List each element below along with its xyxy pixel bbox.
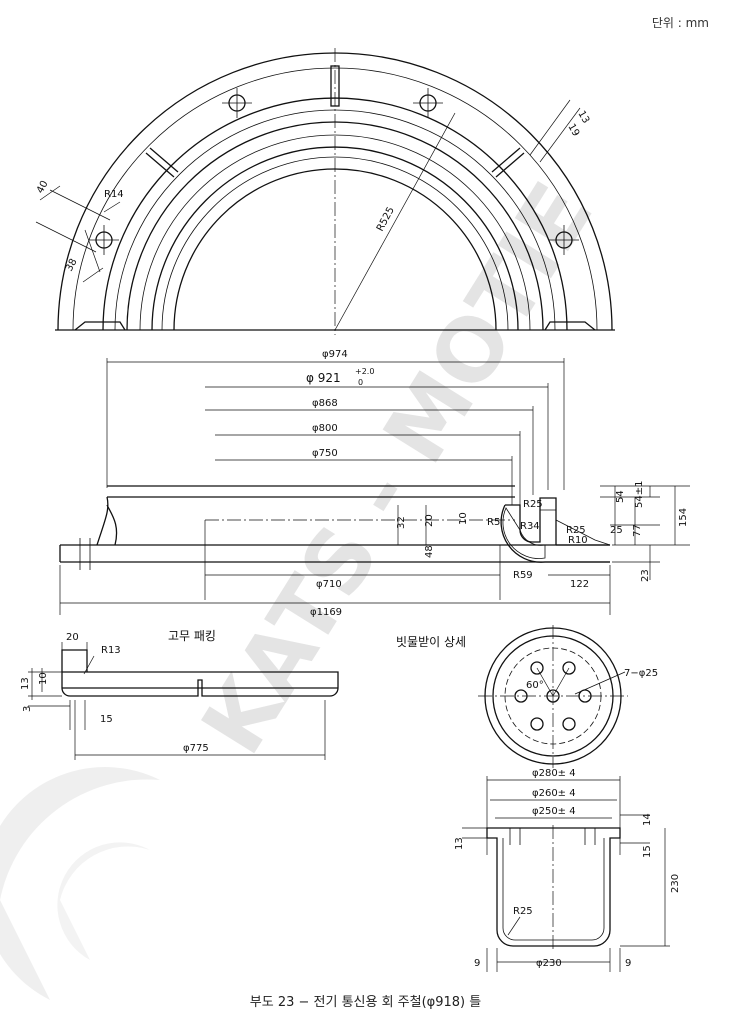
- dim-122: 122: [570, 579, 589, 590]
- dim-15-packing: 15: [100, 714, 113, 725]
- rubber-packing-view: 고무 패킹 20 R13 13 10 3 15 φ775: [20, 629, 339, 760]
- section-title-rubber-packing: 고무 패킹: [168, 629, 216, 643]
- dim-14-drain: 14: [642, 813, 653, 826]
- dim-15-drain: 15: [642, 845, 653, 858]
- dim-r13: R13: [101, 645, 121, 656]
- dim-20: 20: [424, 514, 435, 527]
- dim-48: 48: [424, 545, 435, 558]
- dim-710: φ710: [316, 579, 342, 590]
- dim-r25a: R25: [523, 499, 543, 510]
- drain-hole: [562, 717, 576, 731]
- dim-250: φ250± 4: [532, 806, 576, 817]
- dim-r59: R59: [513, 570, 533, 581]
- dim-54: 54: [615, 490, 626, 503]
- dim-3-packing: 3: [22, 706, 33, 712]
- unit-label: 단위 : mm: [651, 16, 709, 30]
- dim-1169: φ1169: [310, 607, 342, 618]
- bolt-hole: [549, 225, 579, 255]
- drain-hole: [578, 689, 592, 703]
- dim-r14: R14: [104, 189, 124, 200]
- dim-54tol: 54±1: [634, 481, 645, 508]
- dim-868: φ868: [312, 398, 338, 409]
- dim-750: φ750: [312, 448, 338, 459]
- dim-154: 154: [678, 508, 689, 527]
- figure-caption: 부도 23 − 전기 통신용 회 주철(φ918) 틀: [249, 995, 482, 1010]
- dim-921-tol-lower: 0: [358, 378, 363, 387]
- dim-32: 32: [396, 516, 407, 529]
- bolt-hole: [413, 88, 443, 118]
- dim-40: 40: [35, 179, 51, 195]
- dim-r10: R10: [568, 535, 588, 546]
- dim-r5: R5: [487, 517, 500, 528]
- drain-detail-view: 빗물받이 상세 60° 7−φ25 φ280± 4 φ260± 4 φ250± …: [396, 625, 681, 972]
- dim-775: φ775: [183, 743, 209, 754]
- dim-280: φ280± 4: [532, 768, 576, 779]
- dim-10-packing: 10: [38, 672, 49, 685]
- dim-r25b: R25: [566, 525, 586, 536]
- bolt-hole: [222, 88, 252, 118]
- dim-7-holes: 7−φ25: [624, 668, 658, 679]
- dim-20-packing: 20: [66, 632, 79, 643]
- drain-hole: [514, 689, 528, 703]
- dim-r525: R525: [375, 205, 397, 233]
- dim-230-height: 230: [670, 874, 681, 893]
- dim-10: 10: [458, 512, 469, 525]
- dim-13-packing: 13: [20, 677, 31, 690]
- drain-hole: [546, 689, 560, 703]
- dim-921: φ 921: [306, 371, 341, 385]
- watermark-swirl: [0, 767, 160, 1000]
- dim-921-tol-upper: +2.0: [355, 367, 374, 376]
- drain-hole: [530, 717, 544, 731]
- dim-800: φ800: [312, 423, 338, 434]
- section-title-drain-detail: 빗물받이 상세: [396, 635, 466, 649]
- dim-974: φ974: [322, 349, 348, 360]
- drain-hole: [562, 661, 576, 675]
- dim-77: 77: [632, 524, 643, 537]
- dim-9-left: 9: [474, 958, 480, 969]
- dim-230-diameter: φ230: [536, 958, 562, 969]
- dim-9-right: 9: [625, 958, 631, 969]
- dim-r25-drain: R25: [513, 906, 533, 917]
- dim-260: φ260± 4: [532, 788, 576, 799]
- dim-23: 23: [640, 569, 651, 582]
- dim-60deg: 60°: [526, 680, 544, 691]
- bolt-hole: [89, 225, 119, 255]
- dim-38: 38: [64, 257, 80, 273]
- hatched-section: [555, 519, 611, 546]
- drain-hole: [530, 661, 544, 675]
- dim-13-drain: 13: [454, 837, 465, 850]
- watermark-swirl-inner: [57, 842, 150, 960]
- top-view: 40 R14 38 R525 13 19: [35, 48, 615, 335]
- section-view: φ974 φ 921 +2.0 0 φ868 φ800 φ750: [59, 349, 690, 618]
- dim-r34: R34: [520, 521, 540, 532]
- dim-25: 25: [610, 525, 623, 536]
